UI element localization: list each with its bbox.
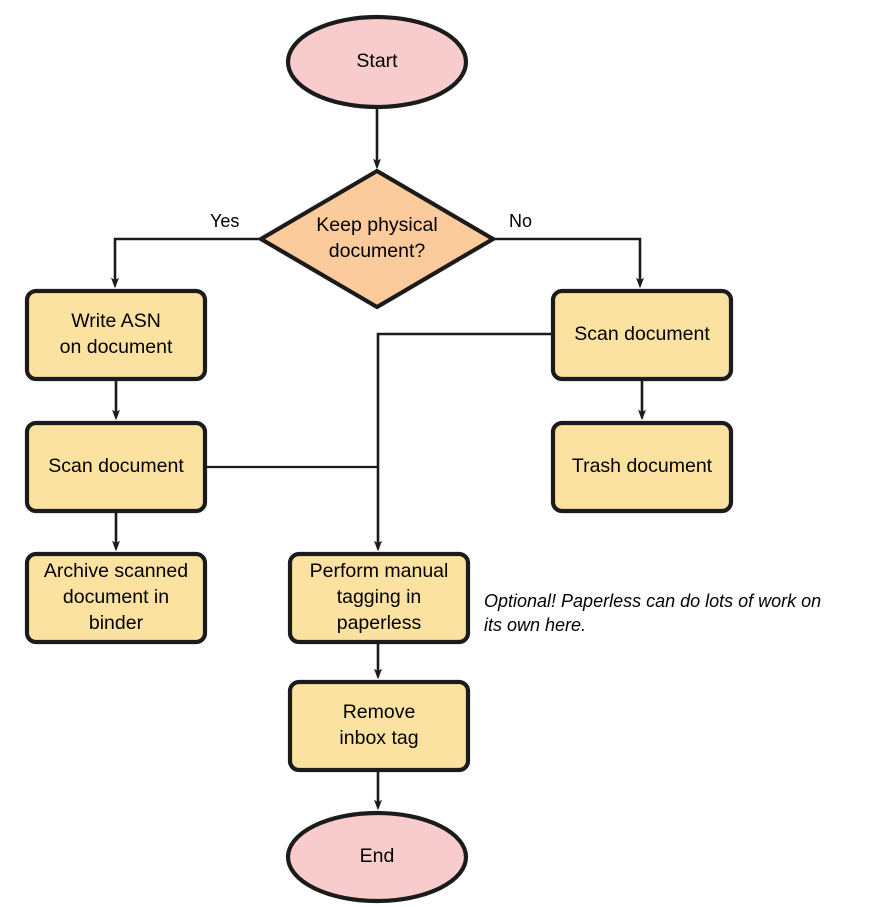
edge-decision-yes — [115, 237, 261, 283]
node-trash-document[interactable] — [550, 420, 734, 514]
note-optional: Optional! Paperless can do lots of work … — [484, 591, 822, 636]
edge-decision-no — [493, 237, 640, 283]
edge-label-no: No — [509, 211, 533, 231]
node-write-asn[interactable] — [24, 288, 208, 382]
node-scan-document-right[interactable] — [550, 288, 734, 382]
node-remove-inbox-tag[interactable] — [287, 679, 471, 773]
node-scan-document-left[interactable] — [24, 420, 208, 514]
node-manual-tagging[interactable] — [287, 551, 471, 645]
node-end[interactable] — [285, 810, 469, 904]
node-start[interactable] — [285, 14, 469, 110]
edge-label-yes: Yes — [210, 211, 240, 231]
node-decision-keep-physical[interactable] — [256, 168, 498, 310]
node-archive-scanned[interactable] — [24, 551, 208, 645]
edge-scan-right-to-tagging — [378, 332, 553, 546]
